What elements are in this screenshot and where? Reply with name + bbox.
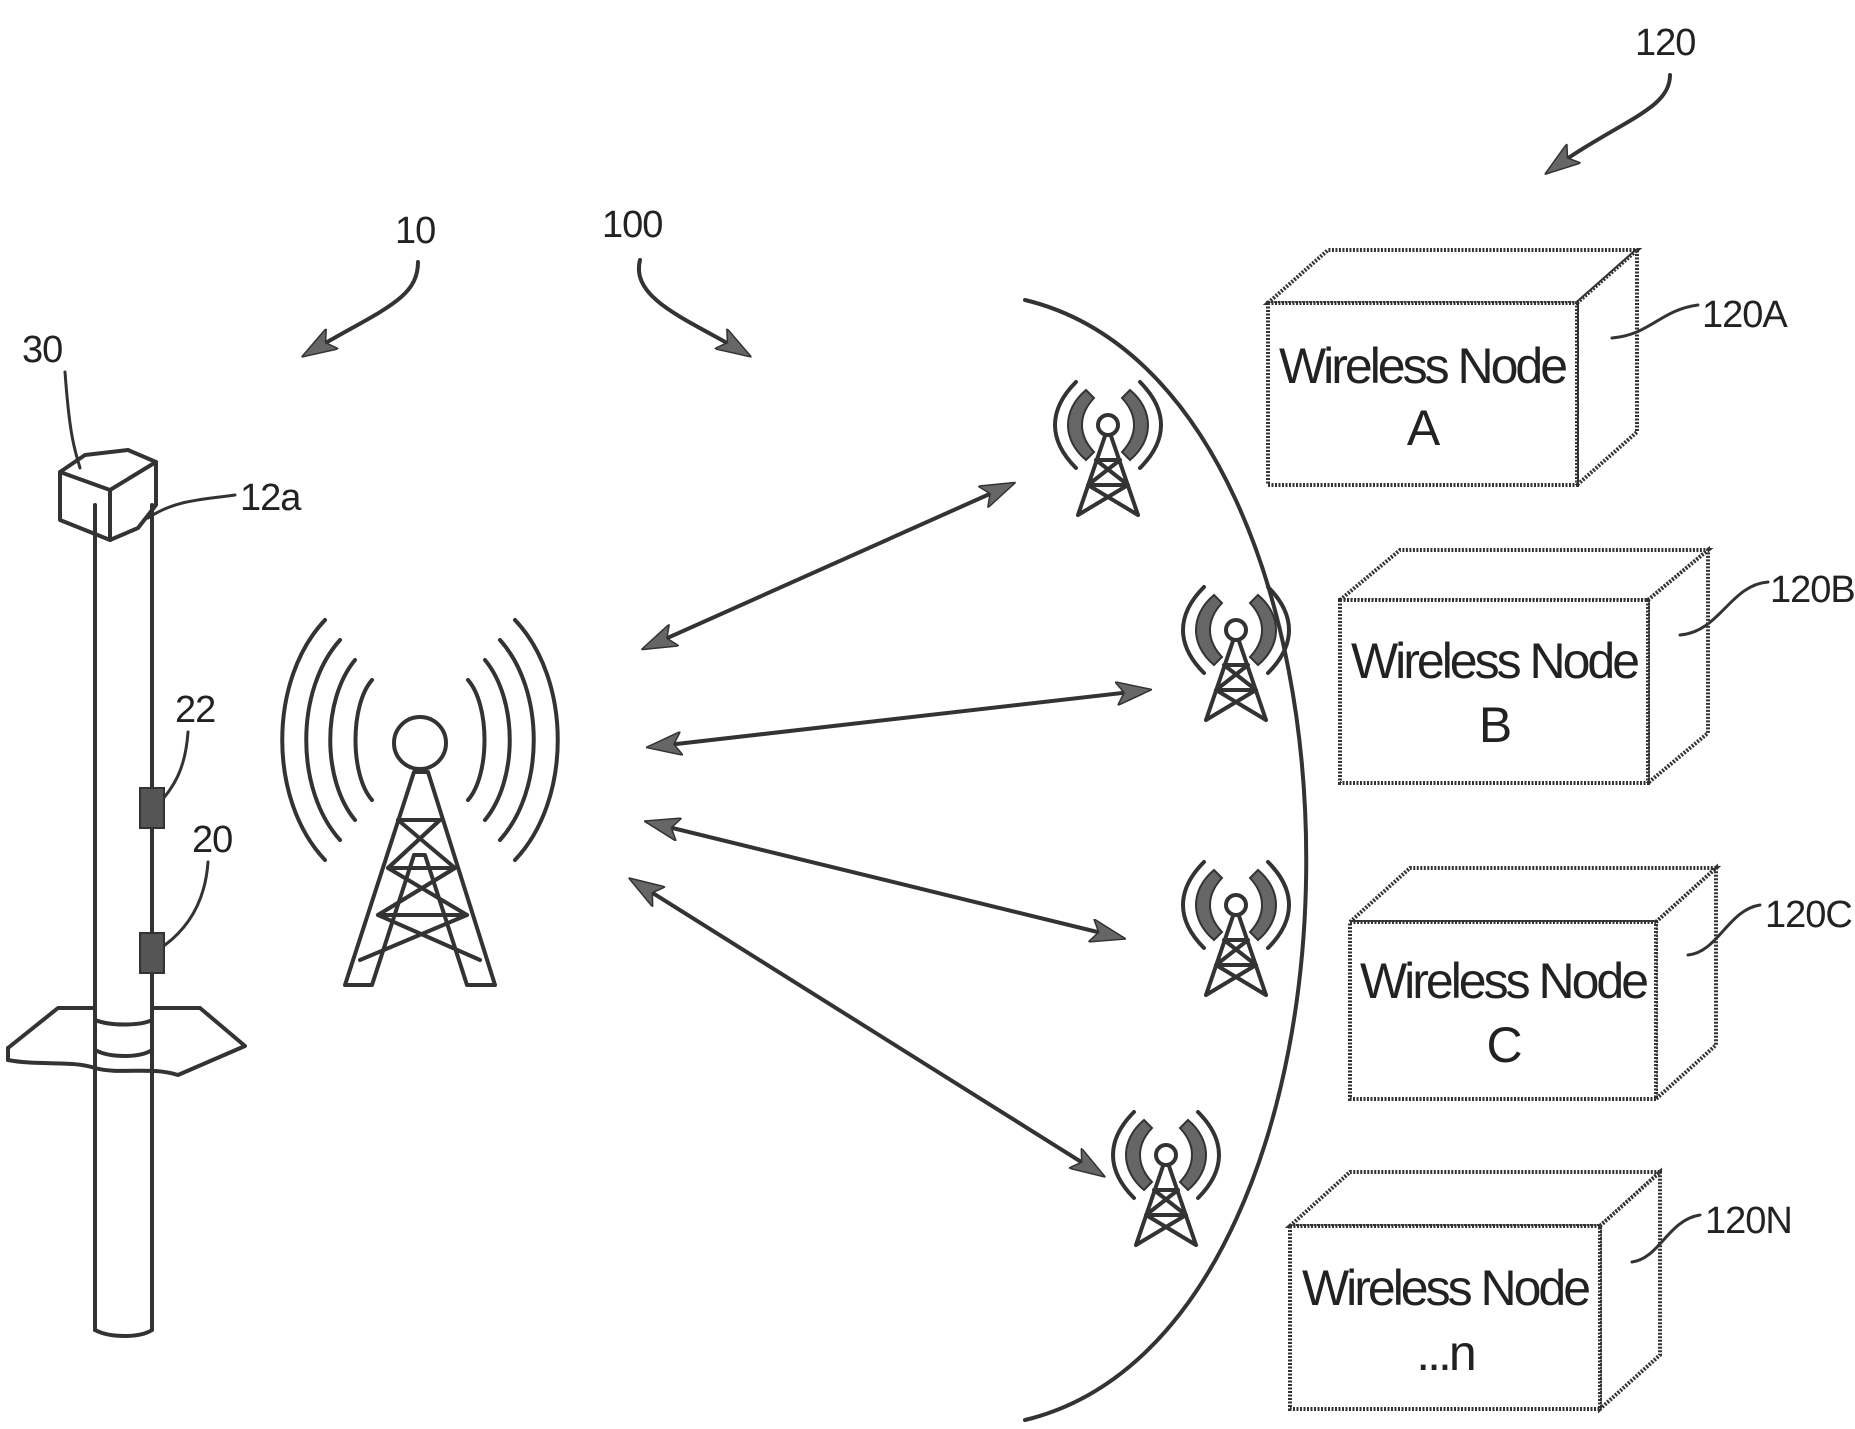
label-120: 120 <box>1635 22 1695 64</box>
label-20: 20 <box>192 819 232 861</box>
wireless-node-n: Wireless Node ...n <box>1284 1167 1666 1414</box>
label-30: 30 <box>22 329 62 371</box>
leader-30 <box>63 370 82 470</box>
label-120N: 120N <box>1705 1200 1792 1242</box>
node-n-title: Wireless Node <box>1302 1260 1589 1316</box>
leader-10 <box>305 260 420 355</box>
sensor-20 <box>139 932 165 974</box>
small-tower-icon <box>1053 380 1163 517</box>
wireless-node-c: Wireless Node C <box>1344 863 1722 1104</box>
node-a-id: A <box>1407 400 1441 456</box>
label-12a: 12a <box>240 477 302 519</box>
label-10: 10 <box>395 210 435 252</box>
label-120C: 120C <box>1765 894 1852 936</box>
link-arrow-n <box>632 880 1102 1175</box>
label-120A: 120A <box>1702 294 1788 336</box>
node-c-title: Wireless Node <box>1360 953 1647 1009</box>
leader-120B <box>1678 580 1770 637</box>
leader-120N <box>1630 1213 1702 1264</box>
link-arrow-a <box>645 484 1012 648</box>
link-arrow-b <box>650 690 1148 747</box>
network-boundary-arc <box>1023 298 1309 1422</box>
node-b-id: B <box>1479 697 1510 753</box>
label-22: 22 <box>175 689 215 731</box>
transmission-tower-icon <box>280 618 560 987</box>
wireless-node-a: Wireless Node A <box>1262 245 1643 490</box>
leader-100 <box>636 258 748 355</box>
node-n-id: ...n <box>1416 1325 1474 1381</box>
leader-12a <box>146 493 237 520</box>
label-100: 100 <box>602 204 662 246</box>
label-120B: 120B <box>1770 569 1855 611</box>
small-tower-icon <box>1181 860 1291 997</box>
leader-120C <box>1686 903 1762 957</box>
node-b-title: Wireless Node <box>1351 633 1638 689</box>
leader-20 <box>163 860 210 947</box>
sensor-22 <box>139 787 165 829</box>
utility-pole <box>6 448 247 1338</box>
wireless-node-b: Wireless Node B <box>1334 545 1714 788</box>
leader-120 <box>1548 73 1672 172</box>
small-tower-icon <box>1181 585 1291 722</box>
link-arrow-c <box>648 822 1122 938</box>
node-a-title: Wireless Node <box>1279 338 1566 394</box>
node-c-id: C <box>1486 1017 1521 1073</box>
leader-120A <box>1610 303 1700 340</box>
small-tower-icon <box>1111 1110 1221 1247</box>
